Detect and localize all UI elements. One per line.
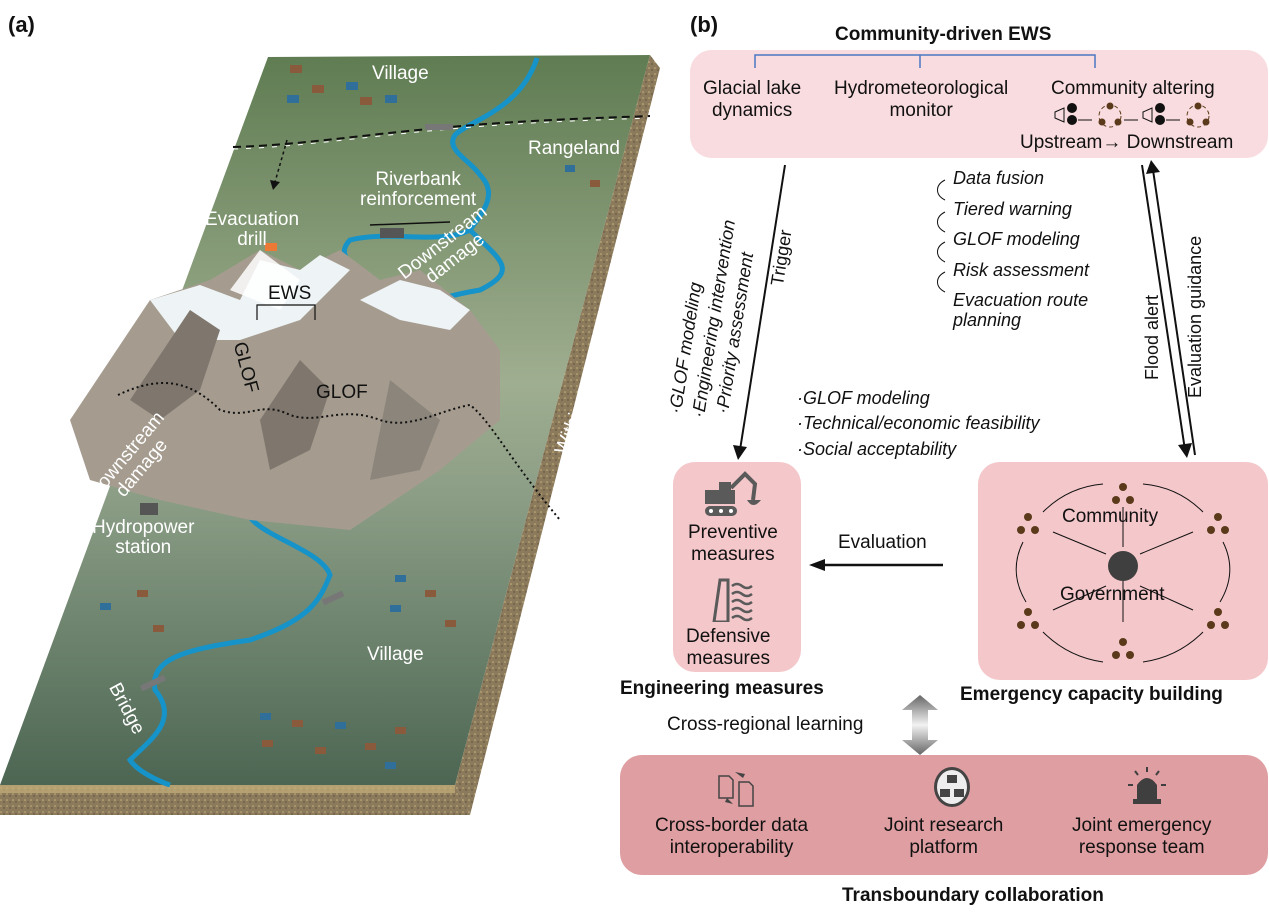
defensive-measures-label: Defensive measures: [686, 626, 771, 670]
label-evacuation-drill: Evacuation drill: [205, 210, 299, 250]
bridge-icon: [139, 674, 167, 692]
emergency-capacity-title: Emergency capacity building: [960, 684, 1223, 705]
defensive-line1: Defensive: [686, 626, 771, 647]
evaluation-guidance-arrow: [1152, 169, 1196, 456]
landscape-illustration: [0, 55, 660, 815]
ews-item-hydromet: Hydrometeorological monitor: [834, 78, 1008, 122]
siren-icon: [1128, 767, 1166, 804]
riverbank-wall: [369, 221, 451, 226]
defensive-line2: measures: [686, 647, 770, 669]
cross-border-data-label: Cross-border data interoperability: [655, 815, 808, 859]
label-hydropower-line2: station: [115, 536, 172, 558]
bidirectional-arrow: [902, 695, 938, 755]
label-village-top: Village: [372, 63, 429, 84]
joint-research-line1: Joint research: [884, 815, 1004, 836]
feasibility-bullet-1: ·GLOF modeling: [797, 388, 930, 408]
label-hydropower-line1: Hydropower: [92, 517, 195, 538]
community-government-network: [1015, 483, 1231, 663]
label-rangeland: Rangeland: [528, 138, 620, 159]
data-exchange-icon: [718, 772, 754, 807]
label-evacuation-line1: Evacuation: [205, 209, 300, 230]
feasibility-bullet-2: ·Technical/economic feasibility: [797, 413, 1040, 433]
soil-top-band: [0, 785, 455, 793]
ews-item-2-line1: Hydrometeorological: [834, 78, 1009, 99]
flow-arrows: [733, 160, 1196, 460]
step-tiered-warning: Tiered warning: [953, 199, 1072, 219]
step-risk-assessment: Risk assessment: [953, 260, 1090, 280]
trigger-arrow: [739, 164, 786, 451]
preventive-measures-label: Preventive measures: [688, 522, 778, 566]
cross-regional-learning-label: Cross-regional learning: [667, 714, 864, 735]
preventive-line1: Preventive: [688, 522, 778, 543]
ews-box: [690, 50, 1268, 158]
step-evacuation-route: Evacuation route: [953, 290, 1089, 310]
label-riverbank-line2: reinforcement: [360, 188, 477, 210]
ews-item-1-line1: Glacial lake: [703, 78, 802, 99]
bridge-icon: [321, 590, 345, 606]
engineering-measures-box: [673, 462, 801, 672]
label-hydropower-station: Hydropower station: [92, 518, 194, 558]
network-platform-icon: [934, 767, 970, 807]
joint-emergency-label: Joint emergency response team: [1072, 815, 1211, 859]
label-ews: EWS: [268, 283, 312, 304]
evaluation-label: Evaluation: [838, 532, 927, 553]
label-glof-horizontal: GLOF: [316, 382, 368, 403]
cross-border-line2: interoperability: [669, 836, 794, 858]
evacuation-route-arrow: [274, 139, 288, 183]
trigger-arrowhead: [733, 445, 747, 460]
preventive-line2: measures: [691, 543, 775, 565]
dam-wave-icon: [712, 578, 753, 622]
joint-research-label: Joint research platform: [884, 815, 1003, 859]
cross-border-line1: Cross-border data: [655, 815, 809, 836]
government-label: Government: [1060, 584, 1165, 605]
step-planning: planning: [953, 310, 1022, 330]
ews-item-glacial-lake: Glacial lake dynamics: [703, 78, 801, 122]
ews-item-community-altering: Community altering: [1051, 78, 1215, 99]
evaluation-arrow: [809, 559, 943, 571]
ews-item-2-line2: monitor: [889, 99, 953, 121]
excavator-icon: [705, 471, 761, 516]
joint-emergency-line1: Joint emergency: [1072, 815, 1212, 836]
label-riverbank-line1: Riverbank: [375, 169, 461, 190]
hydropower-station-icon: [140, 503, 158, 515]
flood-alert-arrow: [1141, 164, 1186, 451]
transboundary-title: Transboundary collaboration: [842, 885, 1104, 906]
flood-alert-arrowhead: [1178, 443, 1192, 458]
alert-chain-icons: [1054, 102, 1210, 128]
ews-bracket-connector: [754, 54, 1096, 68]
soil-side-right: [455, 55, 660, 815]
joint-research-line2: platform: [909, 836, 978, 858]
mountains: [70, 250, 500, 530]
evaluation-guidance-label: Evaluation guidance: [1185, 235, 1205, 398]
ews-bracket: [256, 304, 316, 320]
panel-b-label: (b): [690, 12, 719, 37]
ews-title: Community-driven EWS: [835, 24, 1052, 45]
evaluation-guidance-arrowhead: [1146, 160, 1160, 174]
feasibility-bullet-3: ·Social acceptability: [797, 439, 957, 459]
excavator-icon: [380, 228, 404, 238]
engineering-measures-title: Engineering measures: [620, 678, 824, 699]
joint-emergency-line2: response team: [1078, 836, 1205, 858]
bridge-icon: [425, 124, 453, 130]
ews-item-1-line2: dynamics: [711, 99, 793, 121]
step-glof-modeling: GLOF modeling: [953, 229, 1080, 249]
label-village-bottom: Village: [367, 644, 424, 665]
label-riverbank-reinforcement: Riverbank reinforcement: [360, 170, 476, 210]
flood-alert-label: Flood alert: [1142, 294, 1162, 380]
evacuation-arrowhead: [270, 180, 280, 190]
panel-a-label: (a): [8, 12, 35, 37]
village-houses: [100, 65, 600, 769]
label-evacuation-line2: drill: [237, 228, 267, 250]
step-data-fusion: Data fusion: [953, 168, 1045, 188]
upstream-downstream-label: Upstream→ Downstream: [1020, 132, 1234, 153]
community-label: Community: [1062, 506, 1159, 527]
